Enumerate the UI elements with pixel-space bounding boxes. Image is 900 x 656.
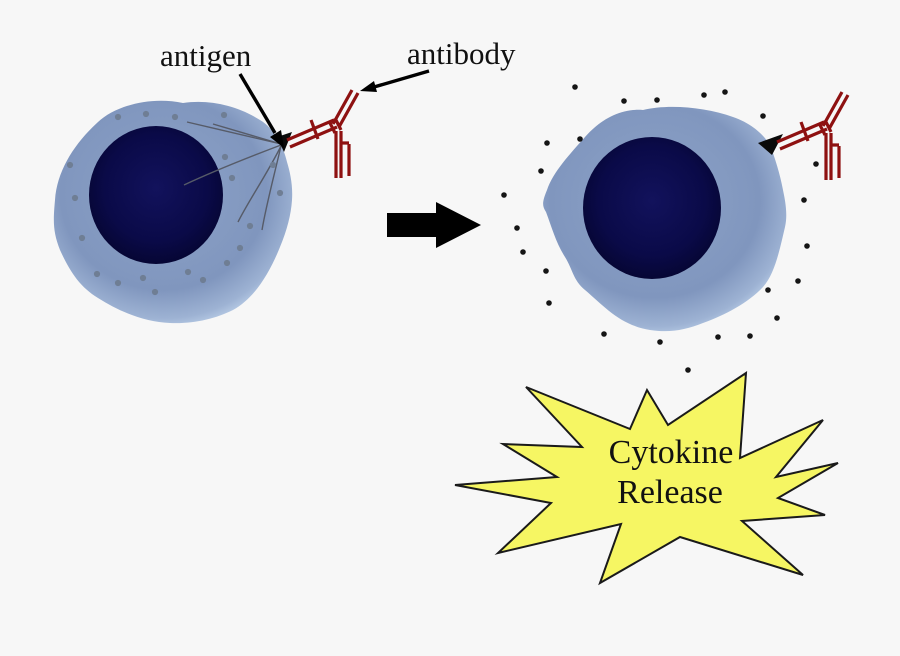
cytokine-release-label-line2: Release — [617, 474, 723, 511]
cytokine-dot — [546, 300, 552, 306]
starburst-shape — [454, 371, 839, 586]
fiber-line — [261, 145, 282, 231]
cytokine-dot — [701, 92, 707, 98]
granule-dot — [184, 268, 192, 276]
granule-dot — [142, 110, 150, 118]
cytokine-dot — [795, 278, 801, 284]
antigen-molecule — [758, 134, 783, 155]
granule-dot — [246, 222, 254, 230]
antigen-pointer-arrow-icon — [238, 73, 284, 148]
antibody-pointer-arrow-icon — [360, 69, 430, 92]
cytokine-dot — [520, 249, 526, 255]
antigen-arrowhead — [270, 130, 284, 148]
granule-dot — [114, 279, 122, 287]
cytokine-dot — [601, 331, 607, 337]
cytokine-dot — [813, 161, 819, 167]
fiber-line — [183, 144, 282, 186]
cytokine-dot — [514, 225, 520, 231]
antibody-arrowhead — [360, 81, 377, 92]
cytokine-dots — [501, 84, 819, 373]
antibody-molecule — [775, 90, 850, 182]
cytokine-dot — [760, 113, 766, 119]
cytokine-dot — [501, 192, 507, 198]
fiber-line — [186, 121, 282, 145]
cytokine-dot — [804, 243, 810, 249]
antibody-molecule — [286, 89, 360, 178]
granule-dot — [276, 189, 284, 197]
antibody-y-shape — [286, 89, 360, 178]
block-arrow-right-icon — [387, 202, 481, 248]
cytokine-dot — [722, 89, 728, 95]
antigen-arrow-line — [238, 73, 277, 134]
cytokine-dot — [685, 367, 691, 373]
granule-dot — [93, 270, 101, 278]
cytokine-release-label-line1: Cytokine — [609, 434, 734, 471]
granule-dot — [114, 113, 122, 121]
cytokine-dot — [621, 98, 627, 104]
cell-nucleus — [583, 137, 721, 279]
cytokine-dot — [715, 334, 721, 340]
cytokine-dot — [801, 197, 807, 203]
antibody-arrow-line — [373, 69, 430, 89]
granule-dot — [78, 234, 86, 242]
granule-dot — [269, 161, 277, 169]
granule-dot — [151, 288, 159, 296]
granule-dot — [66, 161, 74, 169]
cytokine-dot — [654, 97, 660, 103]
cytokine-dot — [747, 333, 753, 339]
cytokine-release-starburst: Cytokine Release — [454, 371, 839, 586]
granule-dot — [199, 276, 207, 284]
fiber-line — [237, 145, 282, 223]
cytokine-dot — [657, 339, 663, 345]
cell-nucleus — [89, 126, 223, 264]
cytokine-dot — [577, 136, 583, 142]
granule-dot — [171, 113, 179, 121]
granule-dot — [71, 194, 79, 202]
fiber-line — [212, 123, 282, 145]
cytoskeleton-fibers — [183, 121, 282, 231]
granule-dot — [220, 111, 228, 119]
cytokine-dot — [774, 315, 780, 321]
granule-dot — [139, 274, 147, 282]
granule-dot — [221, 153, 229, 161]
antigen-label: antigen — [160, 38, 252, 73]
cytokine-dot — [544, 140, 550, 146]
cytokine-dot — [765, 287, 771, 293]
granule-dot — [228, 174, 236, 182]
cytoplasm-granules — [66, 110, 284, 296]
antibody-label: antibody — [407, 36, 516, 71]
cell-left — [53, 100, 293, 324]
granule-dot — [236, 244, 244, 252]
cell-right — [543, 106, 787, 332]
cytokine-dot — [572, 84, 578, 90]
granule-dot — [223, 259, 231, 267]
cytokine-dot — [543, 268, 549, 274]
cytokine-dot — [538, 168, 544, 174]
